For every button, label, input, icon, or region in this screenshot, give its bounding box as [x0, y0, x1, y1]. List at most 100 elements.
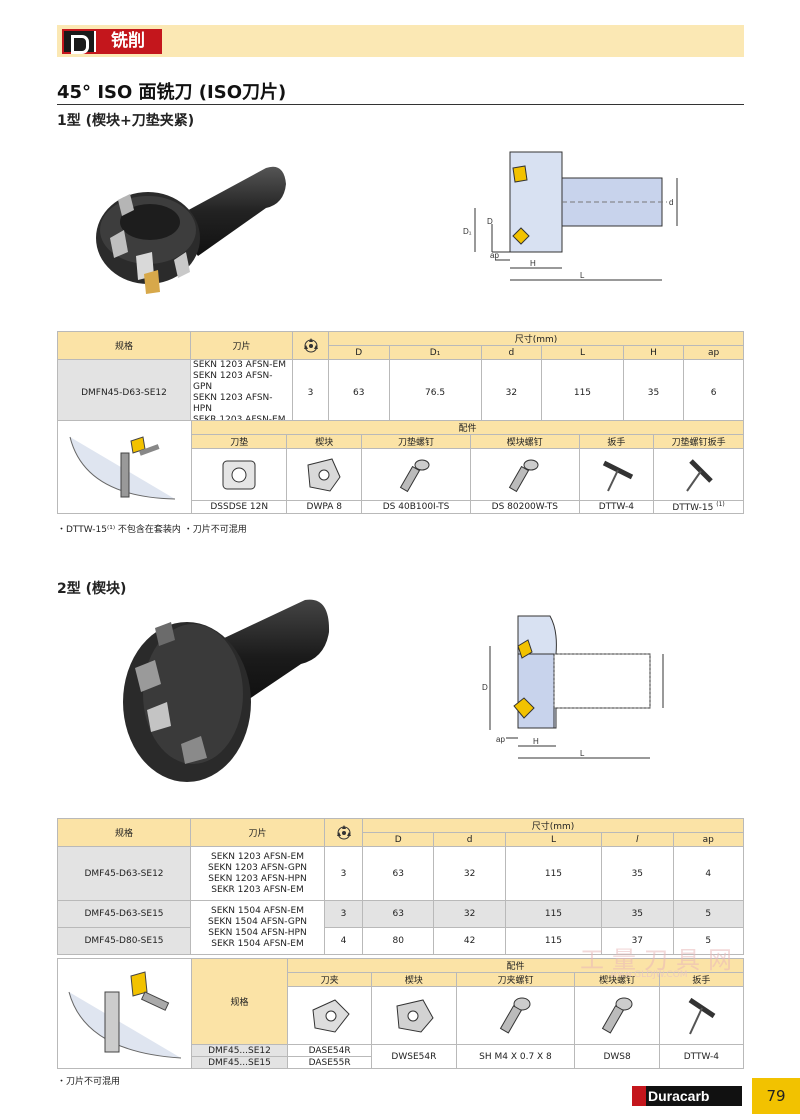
dim-cell: 35 — [622, 359, 685, 427]
screw-icon — [399, 459, 430, 492]
part-image — [286, 448, 363, 501]
part-code: DS 80200W-TS — [470, 500, 580, 514]
spec-cell: DMF45-D63-SE12 — [57, 846, 191, 901]
dim-cell: 76.5 — [388, 359, 482, 427]
part-code-cell: DTTW-15 (1) — [653, 500, 744, 514]
spec-cell: DMF45-D80-SE15 — [57, 927, 191, 955]
col-d: d — [480, 345, 543, 360]
watermark: 工量刀具网 — [580, 946, 740, 974]
page-title: 45° ISO 面铣刀 (ISO刀片) — [57, 82, 287, 103]
type1-subtitle: 1型 (楔块+刀垫夹紧) — [57, 113, 195, 129]
t-wrench-icon — [688, 997, 716, 1034]
col-ap: ap — [683, 345, 744, 360]
spec-label: 规格 — [191, 958, 288, 1045]
part-image — [574, 986, 660, 1045]
dim-cell: 115 — [504, 900, 603, 928]
clamp-icon — [312, 998, 350, 1033]
part-code: DS 40B100I-TS — [361, 500, 472, 514]
dim-cell: 35 — [601, 900, 674, 928]
part-name: 刀夹螺钉 — [455, 972, 576, 987]
col-teeth — [324, 818, 363, 847]
part-image — [371, 986, 457, 1045]
part-name: 刀垫 — [190, 434, 288, 449]
dim-ap-label: ap — [490, 251, 499, 260]
insert-code: SEKN 1203 AFSN-HPN — [208, 873, 307, 884]
insert-cell: SEKN 1203 AFSN-EM SEKN 1203 AFSN-GPN SEK… — [190, 359, 293, 427]
part-image — [653, 448, 744, 501]
col-ap: ap — [672, 832, 745, 847]
duracarb-d-logo-icon — [64, 31, 94, 54]
insert-code: SEKN 1504 AFSN-EM — [211, 905, 304, 916]
col-dims: 尺寸(mm) — [328, 331, 744, 346]
row-spec: DMF45...SE15 — [191, 1056, 288, 1069]
part-code: DTTW-4 — [578, 500, 655, 514]
duracarb-logo: Duracarb — [632, 1086, 742, 1106]
part-image — [286, 986, 373, 1045]
col-L: L — [541, 345, 624, 360]
insert-code: SEKR 1504 AFSN-EM — [211, 938, 304, 949]
dim-H-label: H — [530, 259, 536, 268]
part-name: 楔块 — [286, 434, 363, 449]
spec-cell: DMF45-D63-SE15 — [57, 900, 191, 928]
part-name: 刀夹 — [286, 972, 373, 987]
dim-cell: 115 — [541, 359, 624, 427]
col-D1: D₁ — [388, 345, 482, 360]
brand-name: Duracarb — [648, 1088, 709, 1104]
part-name: 楔块 — [371, 972, 457, 987]
insert-code: SEKN 1203 AFSN-HPN — [193, 393, 273, 414]
type2-spec-table: 规格 刀片 尺寸(mm) D d L l ap DMF45-D63-SE12 S… — [57, 818, 745, 955]
part-code: DWSE54R — [371, 1044, 457, 1069]
insert-cell: SEKN 1203 AFSN-EM SEKN 1203 AFSN-GPN SEK… — [190, 846, 325, 901]
insert-code: SEKN 1203 AFSN-EM — [193, 360, 286, 370]
type1-spec-table: 规格 刀片 尺寸(mm) D D₁ d L H ap DMFN45-D63-SE… — [57, 331, 744, 427]
part-code: DWS8 — [574, 1044, 660, 1069]
part-image — [361, 448, 472, 501]
dim-D-label: D — [482, 683, 488, 692]
col-H: H — [622, 345, 685, 360]
parts-illustration-cell — [57, 420, 192, 514]
t-wrench-icon — [603, 460, 634, 491]
type1-note: ・DTTW-15⁽¹⁾ 不包含在套装内 ・刀片不可混用 — [57, 525, 247, 535]
type1-dimension-drawing: D₁ D d ap H L — [463, 151, 678, 281]
dim-cell: 115 — [504, 846, 603, 901]
dim-cell: 63 — [361, 846, 435, 901]
part-image — [470, 448, 580, 501]
shim-icon — [222, 460, 256, 489]
type2-parts-table: 规格 配件 刀夹 楔块 刀夹螺钉 楔块螺钉 扳手 DMF45...SE12 DA… — [57, 958, 745, 1069]
section-label: 铣削 — [96, 31, 160, 52]
part-code: DASE55R — [286, 1056, 373, 1069]
col-d: d — [433, 832, 506, 847]
type1-parts-table: 配件 刀垫 楔块 刀垫螺钉 楔块螺钉 扳手 刀垫螺钉扳手 DSSDSE 12N … — [57, 420, 744, 514]
dim-H-label: H — [533, 737, 539, 746]
part-image — [190, 448, 288, 501]
screw-icon — [601, 997, 633, 1034]
col-L: L — [504, 832, 603, 847]
type1-assembly-sketch — [69, 435, 175, 499]
section-banner — [57, 25, 744, 57]
insert-code: SEKN 1203 AFSN-EM — [211, 851, 304, 862]
parts-illustration-cell — [57, 958, 192, 1069]
teeth-cell: 4 — [324, 927, 363, 955]
dim-ap-label: ap — [496, 735, 505, 744]
col-dims: 尺寸(mm) — [362, 818, 744, 833]
col-l: l — [601, 832, 674, 847]
insert-code: SEKN 1203 AFSN-GPN — [193, 371, 273, 392]
part-image — [658, 986, 745, 1045]
dim-cell: 42 — [433, 927, 506, 955]
dim-L-label: L — [580, 271, 585, 280]
parts-header: 配件 — [191, 420, 744, 435]
dim-cell: 32 — [480, 359, 543, 427]
part-code: DTTW-15 — [672, 503, 714, 513]
col-teeth — [292, 331, 329, 360]
dim-cell: 32 — [433, 900, 506, 928]
dim-D-label: D — [487, 217, 493, 226]
t-wrench-icon — [685, 458, 713, 492]
screw-icon — [500, 997, 531, 1034]
table-row: DMF45-D80-SE15 4 80 42 115 37 5 — [57, 927, 745, 955]
dim-cell: 6 — [683, 359, 744, 427]
dim-cell: 63 — [328, 359, 390, 427]
dim-cell: 63 — [361, 900, 435, 928]
wedge-icon — [396, 998, 434, 1033]
col-insert: 刀片 — [190, 331, 293, 360]
teeth-cell: 3 — [324, 846, 363, 901]
